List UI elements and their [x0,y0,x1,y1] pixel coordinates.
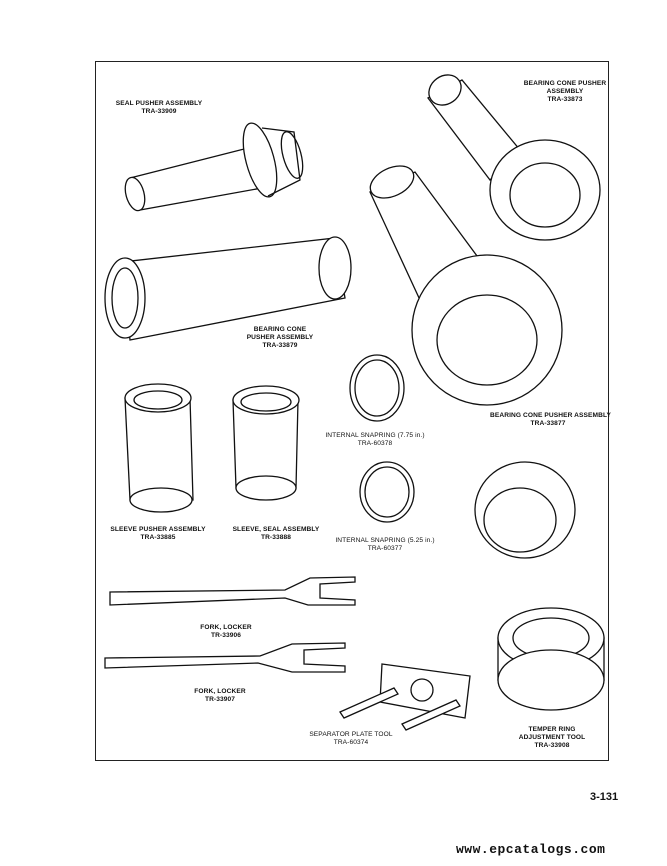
watermark-url: www.epcatalogs.com [456,842,606,857]
temper-ring-upper-drawing [475,462,575,558]
seal-pusher-drawing [122,120,307,213]
bearing-cone-pusher-33873-drawing [423,69,600,240]
illustration-frame [95,61,609,761]
bearing-cone-pusher-33877-drawing [365,160,562,405]
bearing-cone-pusher-33879-drawing [105,237,351,340]
page-number: 3-131 [590,791,619,803]
snapring-5-25-drawing [360,462,414,522]
snapring-7-75-drawing [350,355,404,421]
temper-ring-adjustment-drawing [498,608,604,710]
separator-plate-drawing [340,664,470,730]
fork-33907-drawing [105,643,345,672]
sleeve-pusher-drawing [125,384,193,512]
label-snapring-5-25: INTERNAL SNAPRING (5.25 in.)TRA-60377 [335,537,435,552]
fork-33906-drawing [110,577,355,605]
label-snapring-7-75: INTERNAL SNAPRING (7.75 in.)TRA-60378 [325,432,425,447]
sleeve-seal-drawing [233,386,299,500]
